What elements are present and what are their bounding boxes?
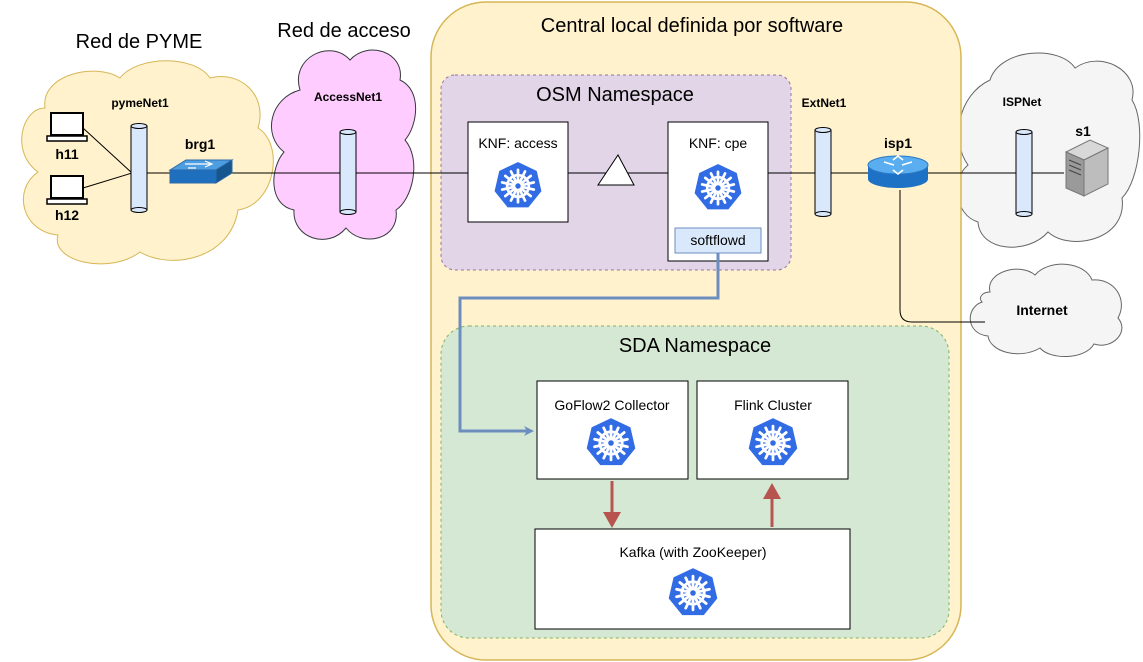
label-softflowd: softflowd	[690, 232, 745, 248]
label-h12: h12	[55, 207, 79, 223]
label-red-acceso: Red de acceso	[277, 20, 410, 42]
label-h11: h11	[55, 146, 79, 162]
triangle-icon	[597, 154, 635, 186]
isp-cloud	[956, 52, 1141, 248]
extNet1-cylinder	[814, 127, 832, 217]
label-ispNet: ISPNet	[1003, 95, 1042, 109]
pymeNet1-cylinder	[130, 123, 148, 213]
server-icon	[1064, 139, 1110, 197]
label-s1: s1	[1075, 123, 1091, 139]
label-knf-access: KNF: access	[478, 135, 557, 151]
goflow-to-kafka-arrow	[603, 481, 621, 528]
internet-cloud	[969, 263, 1123, 358]
label-brg1: brg1	[185, 136, 216, 152]
label-extNet1: ExtNet1	[802, 96, 847, 110]
router-icon	[867, 154, 929, 188]
label-pymeNet1: pymeNet1	[111, 96, 169, 110]
softflowd-to-goflow-arrow	[458, 253, 720, 436]
label-knf-cpe: KNF: cpe	[689, 135, 748, 151]
computer-icon	[46, 175, 88, 205]
ispNet-cylinder	[1015, 129, 1033, 217]
label-sda-namespace: SDA Namespace	[619, 335, 771, 357]
label-red-pyme: Red de PYME	[76, 31, 203, 53]
accessNet1-cylinder	[339, 129, 357, 215]
pyme-cloud	[21, 60, 274, 265]
label-isp1: isp1	[884, 135, 912, 151]
label-osm-namespace: OSM Namespace	[536, 84, 694, 106]
label-central: Central local definida por software	[541, 15, 843, 37]
label-goflow: GoFlow2 Collector	[554, 397, 669, 413]
label-flink: Flink Cluster	[734, 397, 812, 413]
switch-icon	[168, 159, 234, 184]
label-accessNet1: AccessNet1	[314, 90, 382, 104]
kafka-to-flink-arrow	[763, 483, 781, 527]
softflowd-box	[674, 227, 762, 254]
label-kafka: Kafka (with ZooKeeper)	[619, 544, 766, 560]
label-internet: Internet	[1016, 302, 1068, 318]
computer-icon	[46, 112, 88, 142]
